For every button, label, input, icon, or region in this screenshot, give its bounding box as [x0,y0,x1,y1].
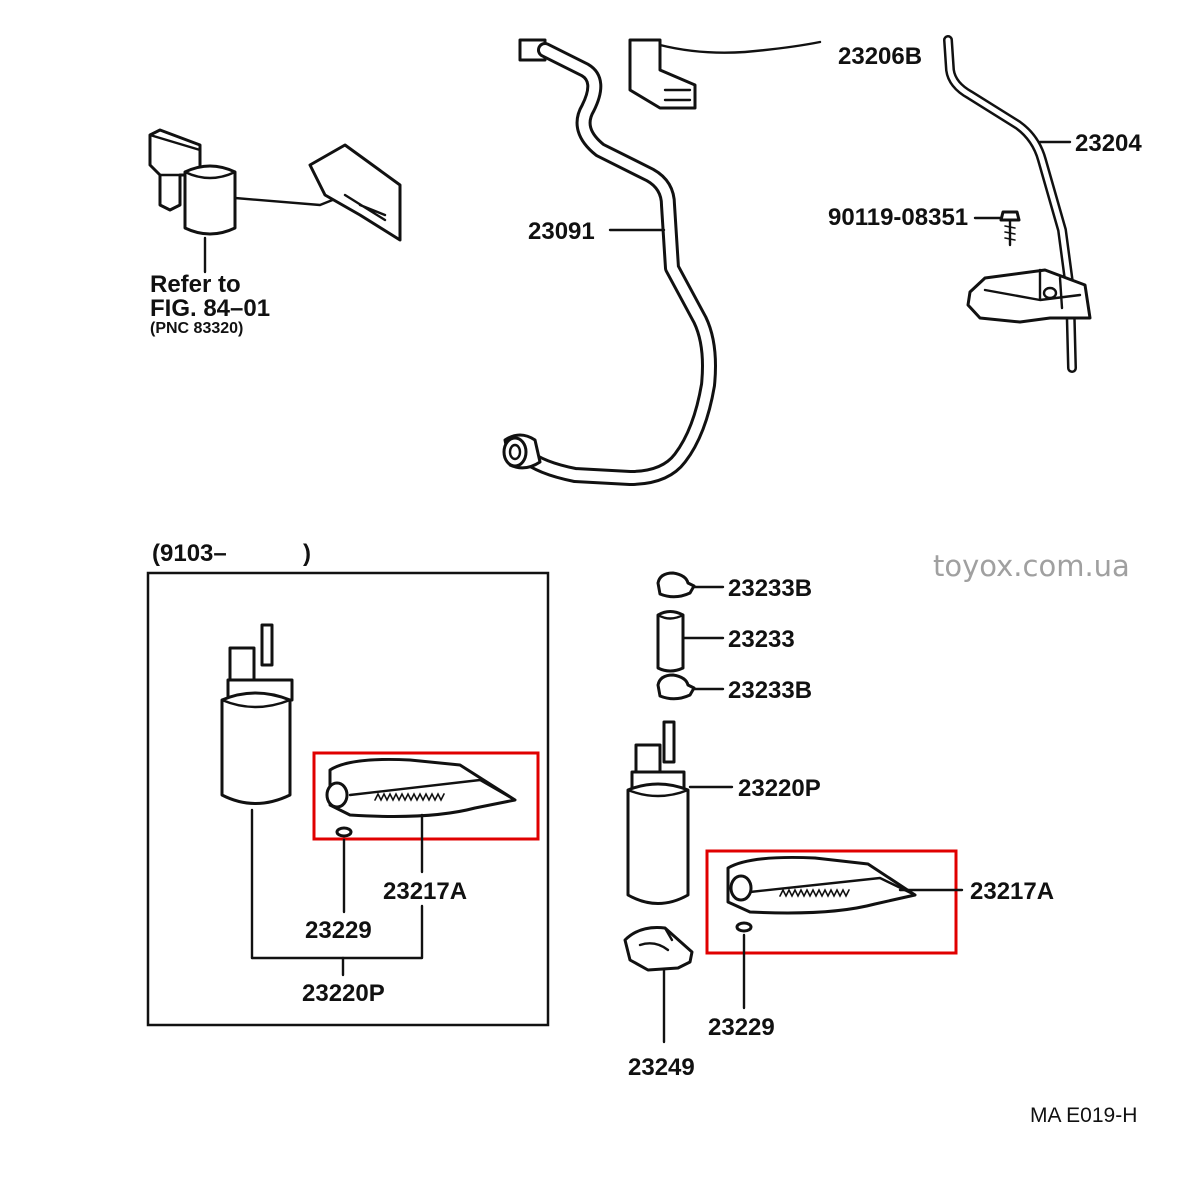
label-23206B: 23206B [838,43,922,70]
highlight-box-right [705,849,958,955]
label-23204: 23204 [1075,130,1142,157]
bracket-line-left [250,904,424,960]
label-23233B-bottom: 23233B [728,677,812,704]
range-label: (9103– [152,540,227,567]
variant-box [146,571,550,1027]
fuel-filter-23217A-right [726,855,917,915]
label-23233B-top: 23233B [728,575,812,602]
label-23220P-left: 23220P [302,980,385,1007]
label-90119-08351: 90119-08351 [828,204,968,231]
label-23217A-right: 23217A [970,878,1054,905]
fuel-pump-bracket-top [628,38,822,110]
label-23233: 23233 [728,626,795,653]
fuel-tube-23204 [943,35,1092,373]
label-23229-right: 23229 [708,1014,775,1041]
label-23229-left: 23229 [305,917,372,944]
figure-code: MA E019-H [1030,1104,1137,1127]
clamp-23233B-top [656,571,696,599]
label-23249: 23249 [628,1054,695,1081]
bolt-90119-08351 [999,210,1021,247]
highlight-box-left [312,751,540,841]
fuel-sender-gauge [148,128,402,274]
fuel-pump-left [220,623,294,960]
refer-to-label: Refer to [150,271,241,298]
range-close-label: ) [303,540,311,567]
clip-23229-right [735,921,753,1010]
label-23091: 23091 [528,218,595,245]
label-23220P-right: 23220P [738,775,821,802]
fuel-pipe-23091 [502,38,717,486]
hose-23233 [656,610,685,673]
clamp-23233B-bottom [656,673,696,701]
fuel-pump-right [626,720,690,905]
cushion-23249 [623,926,694,1044]
watermark: toyox.com.ua [933,549,1130,583]
refer-pnc-label: (PNC 83320) [150,320,243,337]
label-23217A-left: 23217A [383,878,467,905]
clip-23229-left [335,826,353,914]
refer-fig-label: FIG. 84–01 [150,295,270,322]
fuel-filter-23217A-left [325,757,517,818]
